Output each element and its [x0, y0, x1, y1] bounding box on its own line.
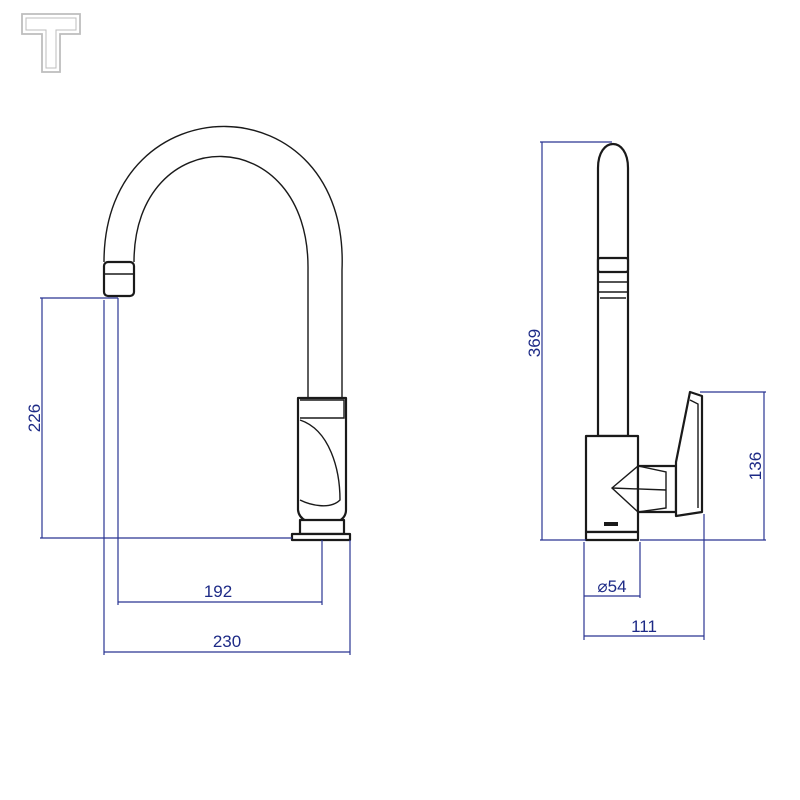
front-view-faucet — [102, 125, 352, 542]
overall-width-label: 230 — [213, 632, 241, 651]
side-view-faucet — [584, 142, 704, 542]
side-lever-handle — [674, 390, 704, 518]
overall-depth-label: 111 — [631, 617, 657, 636]
brand-t-logo-icon — [21, 13, 81, 73]
front-view-dimensions: 226 192 230 — [25, 297, 351, 655]
side-body — [584, 434, 640, 534]
spout-column — [596, 142, 630, 438]
spout-reach-label: 192 — [204, 582, 232, 601]
handle-height-label: 136 — [746, 452, 765, 480]
overall-height-label: 369 — [525, 329, 544, 357]
side-view-dimensions: 369 136 ⌀54 111 — [525, 141, 766, 640]
base-diameter-label: ⌀54 — [597, 577, 626, 596]
aerator-tip — [102, 260, 136, 298]
side-base — [584, 530, 640, 542]
spout-height-label: 226 — [25, 404, 44, 432]
base-plate — [290, 532, 352, 542]
